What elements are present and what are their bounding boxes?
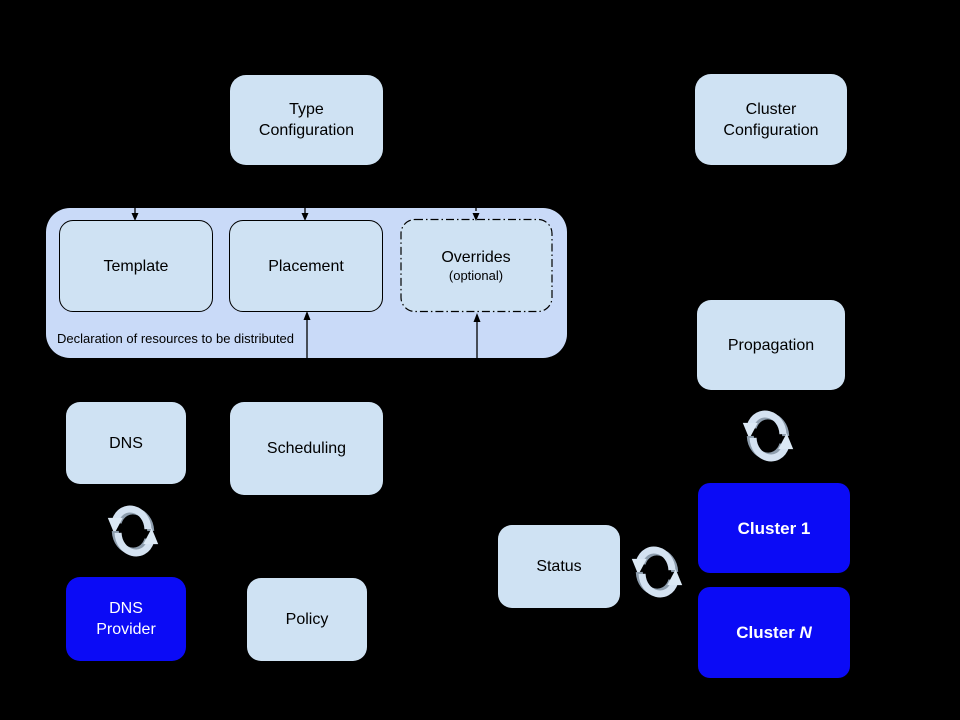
template-node: Template [59,220,213,312]
propagation-sync-icon [742,410,794,462]
placement-node: Placement [229,220,383,312]
cluster-1-node: Cluster 1 [698,483,850,573]
cluster-n-variable: N [799,623,812,642]
dns-provider-node: DNS Provider [66,577,186,661]
cluster-n-label: Cluster [736,623,795,642]
status-node: Status [498,525,620,608]
status-sync-icon [631,546,683,598]
up-arrowhead [303,311,311,320]
up-arrowhead [473,313,481,322]
cluster-n-node: Cluster N [698,587,850,678]
resource-declaration-group: Template Placement Overrides (optional) … [46,208,567,358]
policy-node: Policy [247,578,367,661]
dns-node: DNS [66,402,186,484]
overrides-sublabel: (optional) [448,268,504,283]
cluster-configuration-node: Cluster Configuration [695,74,847,165]
group-caption: Declaration of resources to be distribut… [57,331,295,346]
overrides-label: Overrides [441,249,511,266]
propagation-node: Propagation [697,300,845,390]
overrides-node: Overrides (optional) [400,219,552,312]
dns-sync-icon [107,505,159,557]
scheduling-node: Scheduling [230,402,383,495]
type-configuration-node: Type Configuration [230,75,383,165]
